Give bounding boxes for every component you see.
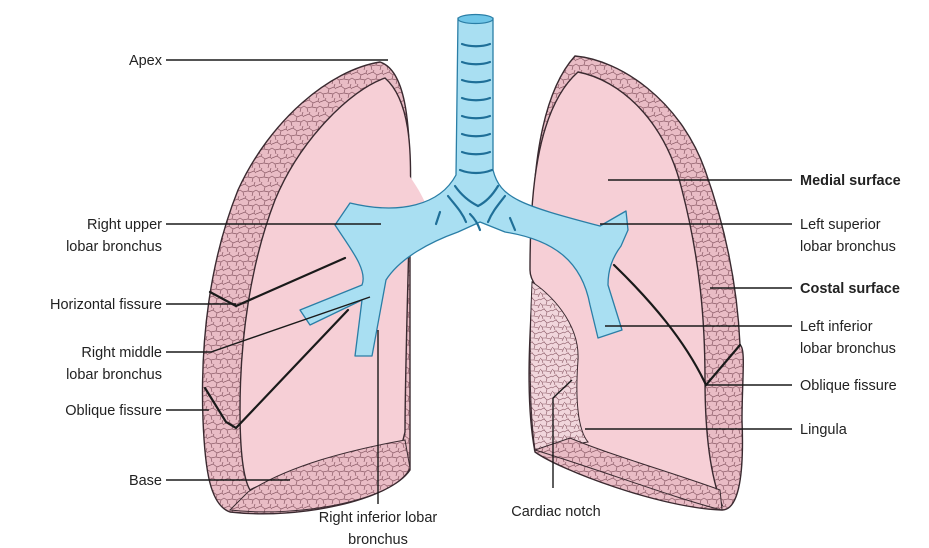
label-right-inferior-line2: bronchus — [348, 532, 408, 548]
label-apex: Apex — [129, 53, 163, 69]
right-lung — [202, 62, 432, 514]
left-lung — [529, 56, 743, 510]
label-left-superior-line2: lobar bronchus — [800, 239, 896, 255]
labels-bottom: Right inferior lobar bronchus Cardiac no… — [319, 504, 601, 548]
labels-left: Apex Right upper lobar bronchus Horizont… — [50, 53, 163, 489]
label-oblique-fissure-left: Oblique fissure — [65, 403, 162, 419]
label-right-middle-line2: lobar bronchus — [66, 367, 162, 383]
label-left-superior-line1: Left superior — [800, 217, 881, 233]
label-right-upper-line2: lobar bronchus — [66, 239, 162, 255]
label-right-upper-line1: Right upper — [87, 217, 162, 233]
label-lingula: Lingula — [800, 422, 848, 438]
label-costal-surface: Costal surface — [800, 281, 900, 297]
label-medial-surface: Medial surface — [800, 173, 901, 189]
trachea-opening — [458, 15, 493, 24]
label-right-inferior-line1: Right inferior lobar — [319, 510, 438, 526]
label-oblique-fissure-right: Oblique fissure — [800, 378, 897, 394]
label-base: Base — [129, 473, 162, 489]
label-left-inferior-line1: Left inferior — [800, 319, 873, 335]
label-left-inferior-line2: lobar bronchus — [800, 341, 896, 357]
label-cardiac-notch: Cardiac notch — [511, 504, 600, 520]
label-horizontal-fissure: Horizontal fissure — [50, 297, 162, 313]
label-right-middle-line1: Right middle — [81, 345, 162, 361]
labels-right: Medial surface Left superior lobar bronc… — [800, 173, 901, 438]
